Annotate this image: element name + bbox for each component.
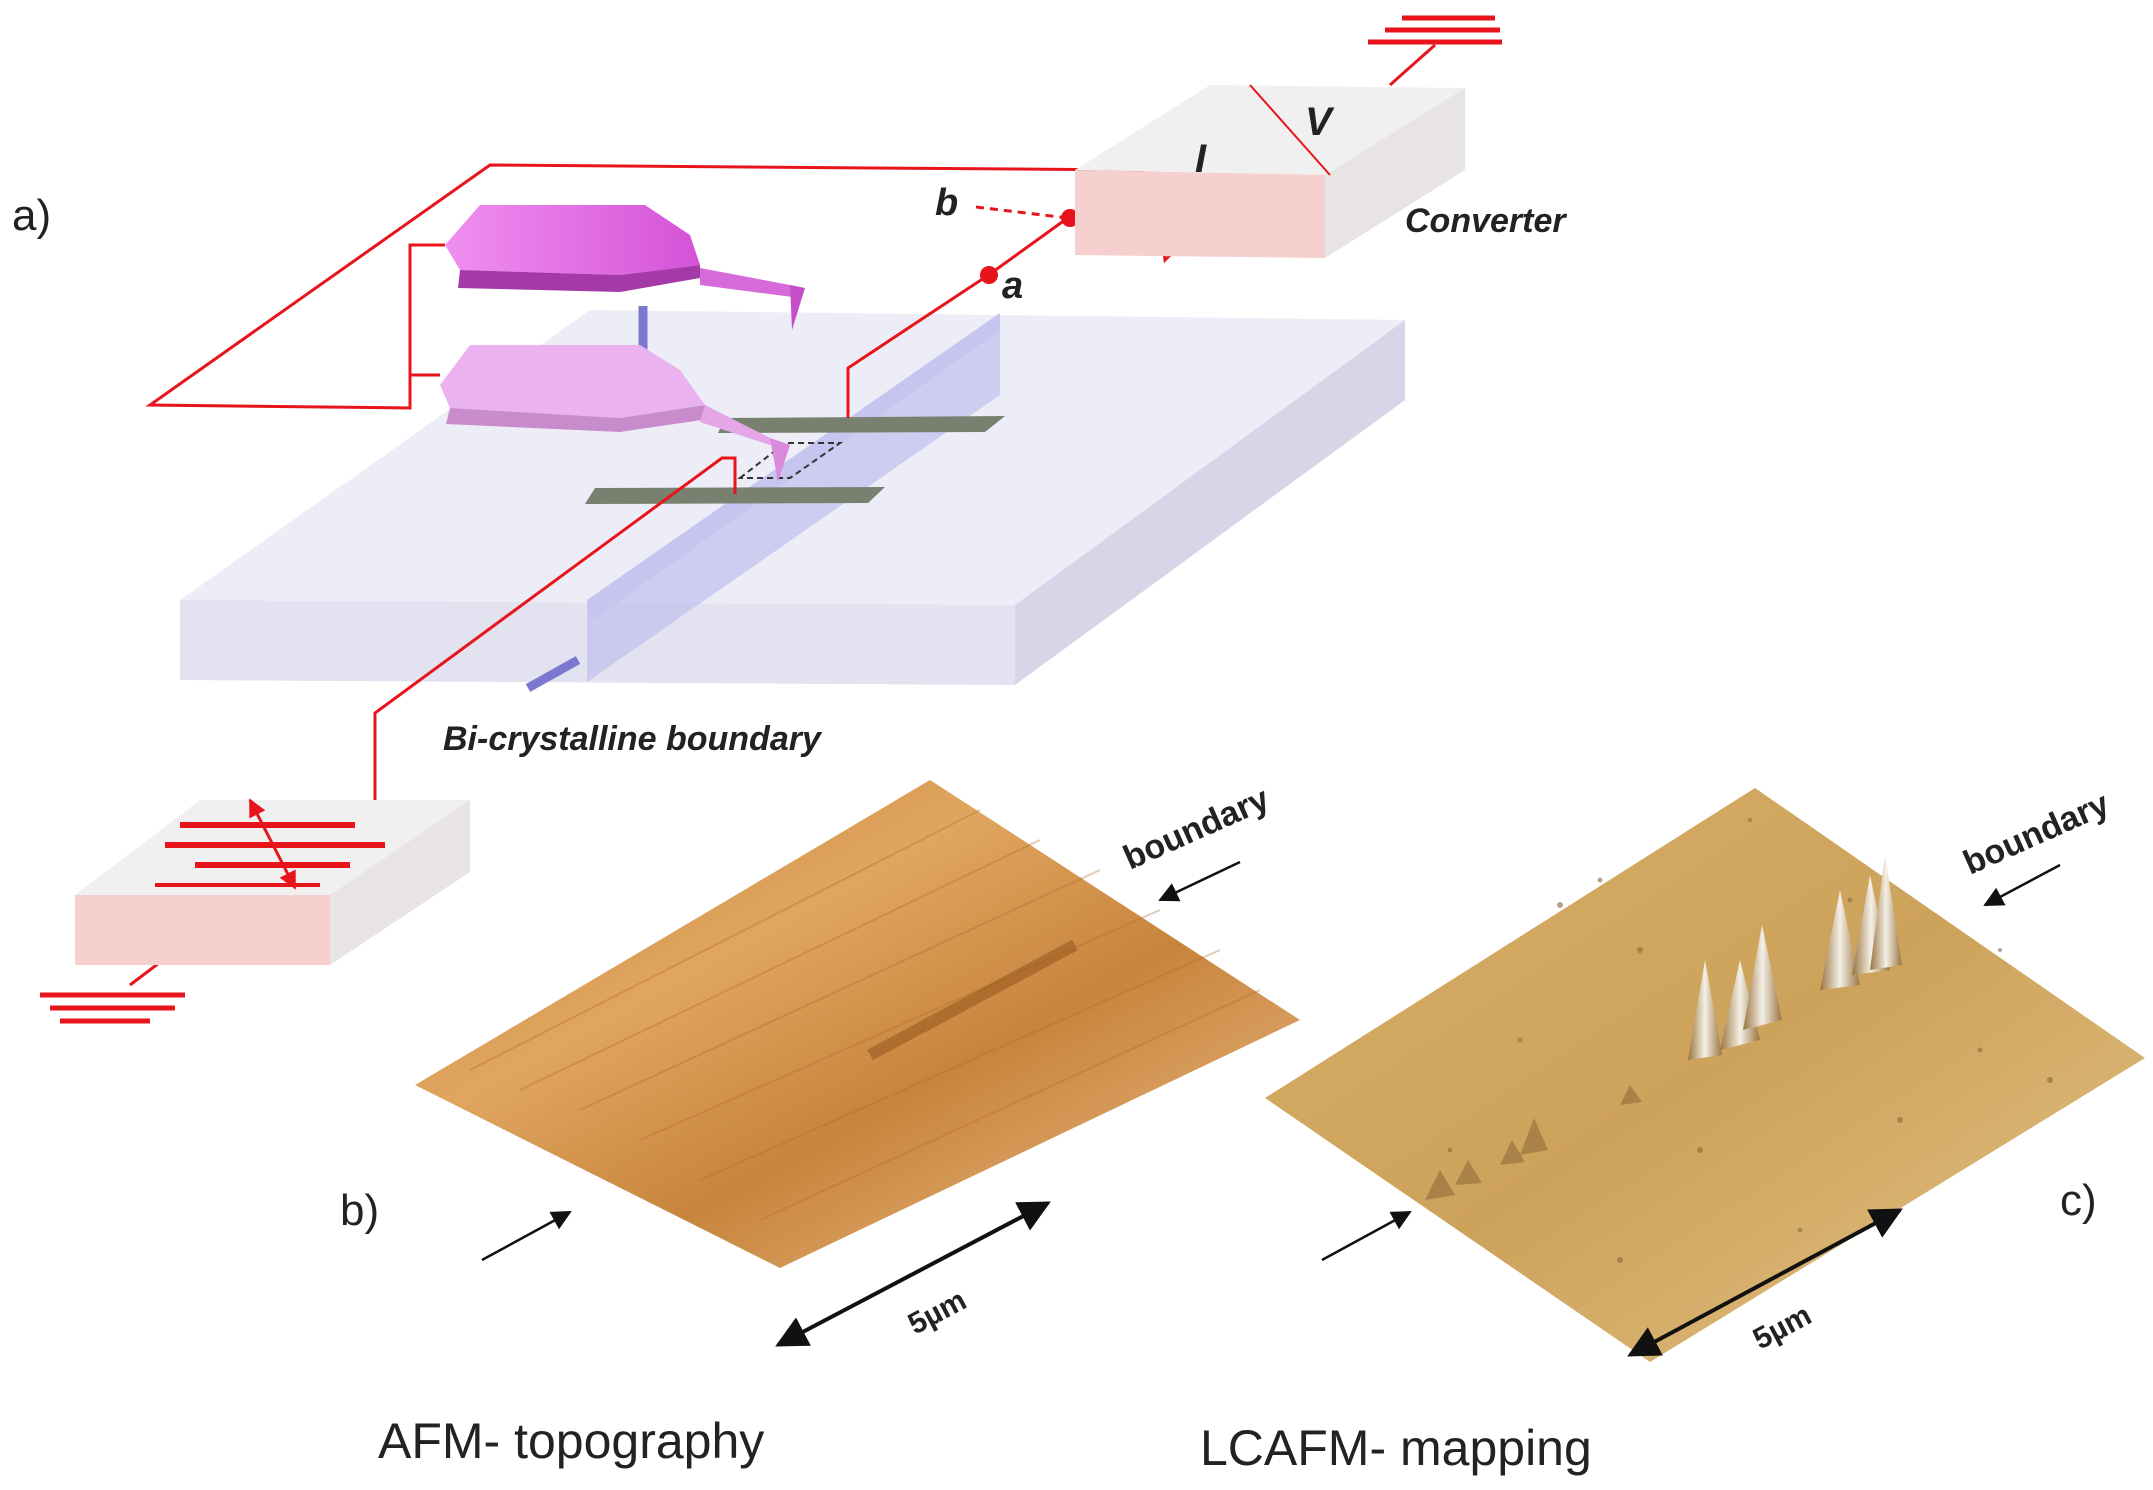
node-b	[1061, 209, 1079, 227]
node-a	[980, 266, 998, 284]
source-adjust-arrow	[248, 798, 297, 890]
mapping-boundary-arrow-left	[1321, 1210, 1412, 1262]
source-ground-icon	[40, 992, 185, 1024]
point-a-label: a	[1002, 265, 1023, 307]
converter-label: Converter	[1405, 202, 1567, 240]
converter-ground-stub	[1389, 43, 1436, 87]
mapping-boundary-ridge	[1425, 1085, 1642, 1200]
electrode-upper	[718, 416, 1005, 433]
mapping-speckles	[1447, 818, 2053, 1263]
converter-side	[1325, 88, 1465, 258]
panel-b-label: b)	[340, 1186, 379, 1235]
point-b-label: b	[935, 182, 958, 224]
mapping-caption: LCAFM- mapping	[1200, 1420, 1592, 1476]
panel-a-label: a)	[12, 191, 51, 240]
cantilever-lower	[440, 345, 790, 482]
source-side	[330, 800, 470, 965]
topography-caption: AFM- topography	[378, 1413, 764, 1469]
mapping-scale-bar	[1627, 1208, 1903, 1357]
topography-boundary-arrow-right	[1158, 860, 1241, 902]
topography-surface	[415, 780, 1300, 1268]
converter-ground-icon	[1368, 15, 1502, 45]
mapping-boundary-label: boundary	[1958, 785, 2115, 883]
converter-box: I V	[1075, 84, 1465, 258]
scan-area	[737, 442, 844, 479]
feedback-loop-wire	[145, 163, 1141, 410]
topography-panel: boundary 5µm b) AFM- topography	[340, 780, 1300, 1469]
mapping-current-spikes	[1688, 855, 1902, 1060]
schematic-panel: I V Converter b a	[12, 15, 1567, 1024]
voltage-source-box	[75, 798, 470, 965]
mapping-surface	[1265, 788, 2145, 1362]
cantilever-upper	[445, 205, 805, 330]
bias-wire	[373, 456, 737, 800]
point-b-dash	[975, 205, 1069, 220]
topography-texture	[469, 809, 1261, 1221]
panel-c-label: c)	[2060, 1176, 2097, 1225]
boundary-pointer-arrow	[525, 656, 581, 692]
bicrystal-boundary-label: Bi-crystalline boundary	[443, 720, 823, 758]
current-symbol: I	[1195, 137, 1207, 181]
substrate-side	[1015, 320, 1405, 685]
voltage-symbol: V	[1305, 100, 1335, 144]
converter-top	[1075, 85, 1465, 175]
circuit-wires	[129, 43, 1436, 987]
converter-front	[1075, 170, 1325, 258]
topography-scale-label: 5µm	[903, 1284, 972, 1342]
electrode-lower	[585, 487, 885, 504]
converter-divider	[1249, 84, 1331, 176]
topography-boundary-arrow-left	[481, 1210, 572, 1262]
mapping-panel: boundary 5µm c) LCAFM- mapping	[1200, 785, 2145, 1476]
topography-boundary-groove	[867, 939, 1078, 1061]
source-front	[75, 895, 330, 965]
topography-boundary-label: boundary	[1118, 780, 1275, 878]
topography-scale-bar	[775, 1201, 1051, 1347]
mapping-scale-label: 5µm	[1748, 1299, 1817, 1357]
mapping-boundary-arrow-right	[1983, 863, 2061, 907]
